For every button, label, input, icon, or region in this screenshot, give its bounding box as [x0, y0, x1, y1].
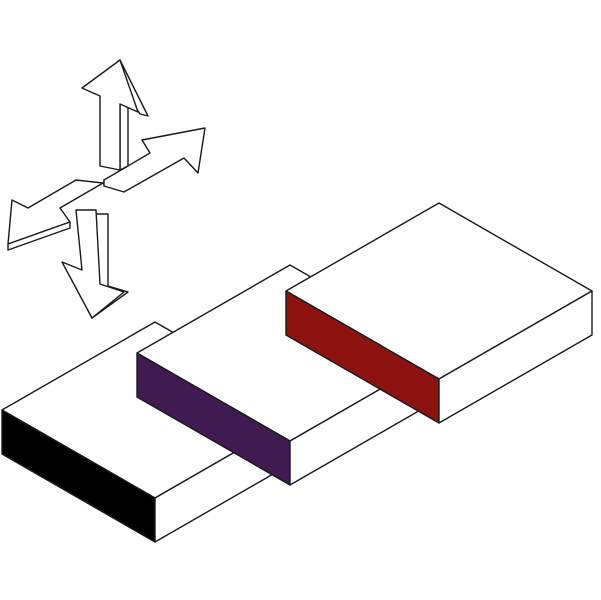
- left-arrow-top: [7, 179, 104, 245]
- up-arrow-icon: [81, 59, 149, 171]
- down-arrow-top: [61, 209, 125, 319]
- right-arrow-icon: [103, 127, 206, 193]
- back-slab-side: [438, 290, 593, 424]
- left-arrow-icon: [7, 179, 104, 251]
- back-slab: [285, 202, 593, 424]
- direction-arrows: [7, 59, 206, 319]
- left-arrow-side: [7, 221, 71, 251]
- up-arrow-front: [81, 59, 139, 171]
- down-arrow-icon: [61, 209, 129, 319]
- right-arrow-top: [103, 127, 206, 193]
